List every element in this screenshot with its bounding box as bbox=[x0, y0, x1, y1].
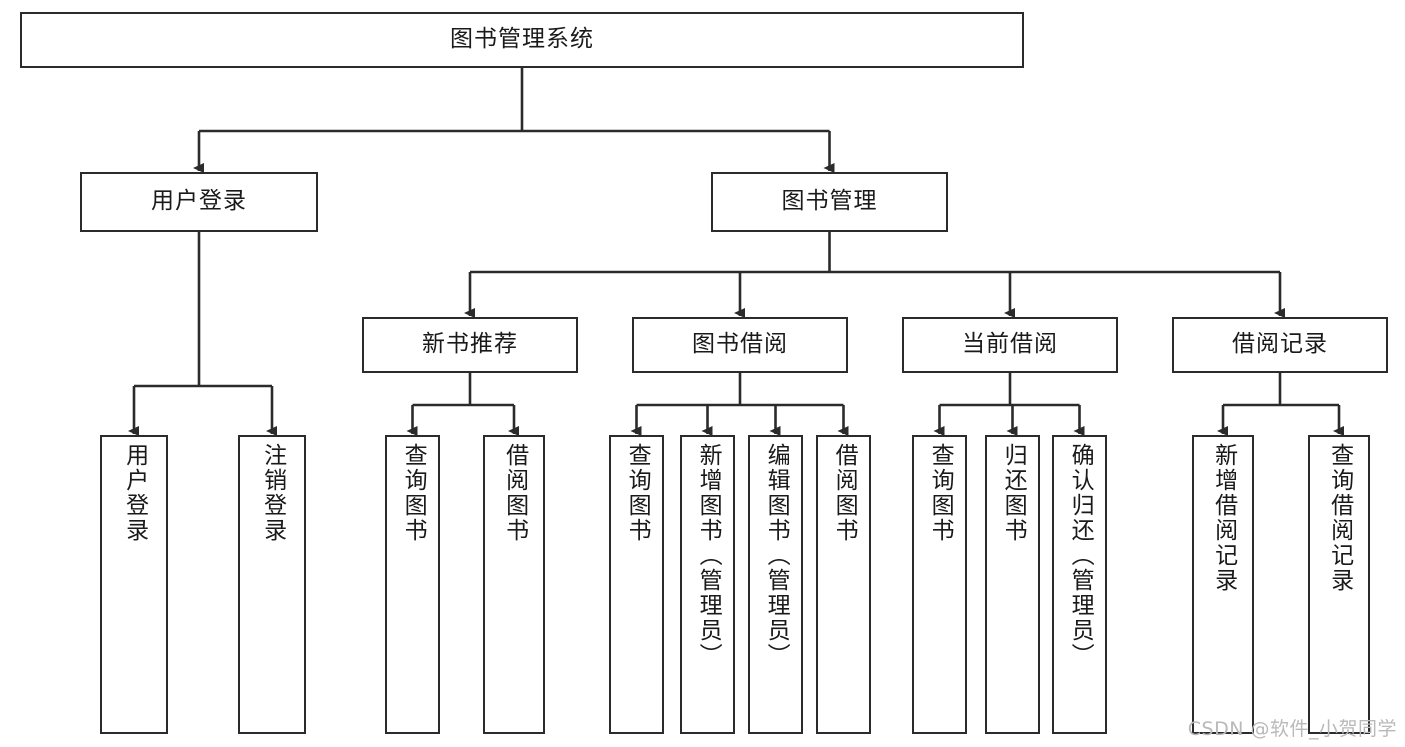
node-leaf-return-book-label: 归还图书 bbox=[1000, 443, 1027, 543]
node-leaf-borrow-book-1[interactable]: 借阅图书 bbox=[483, 435, 545, 734]
node-user-login[interactable]: 用户登录 bbox=[80, 172, 318, 232]
node-leaf-query-book-3[interactable]: 查询图书 bbox=[912, 435, 967, 734]
node-root-system[interactable]: 图书管理系统 bbox=[20, 12, 1024, 68]
node-leaf-query-book-2[interactable]: 查询图书 bbox=[609, 435, 664, 734]
node-leaf-return-book[interactable]: 归还图书 bbox=[985, 435, 1040, 734]
node-leaf-user-login-label: 用户登录 bbox=[121, 443, 148, 543]
node-leaf-add-record-label: 新增借阅记录 bbox=[1210, 443, 1237, 593]
node-leaf-query-book-1-label: 查询图书 bbox=[400, 443, 427, 543]
node-leaf-query-record[interactable]: 查询借阅记录 bbox=[1308, 435, 1370, 734]
node-leaf-user-logout[interactable]: 注销登录 bbox=[238, 435, 306, 734]
node-leaf-add-record[interactable]: 新增借阅记录 bbox=[1192, 435, 1254, 734]
node-current-borrow-label: 当前借阅 bbox=[962, 331, 1058, 358]
node-current-borrow[interactable]: 当前借阅 bbox=[902, 317, 1118, 373]
node-leaf-edit-book-label: 编辑图书（管理员） bbox=[763, 443, 790, 668]
node-root-label: 图书管理系统 bbox=[450, 26, 594, 53]
node-leaf-query-record-label: 查询借阅记录 bbox=[1326, 443, 1353, 593]
csdn-watermark: CSDN @软件_小贺同学 bbox=[1187, 718, 1397, 740]
node-book-manage[interactable]: 图书管理 bbox=[711, 172, 948, 232]
node-leaf-query-book-1[interactable]: 查询图书 bbox=[385, 435, 440, 734]
node-book-borrow[interactable]: 图书借阅 bbox=[632, 317, 848, 373]
node-leaf-edit-book[interactable]: 编辑图书（管理员） bbox=[748, 435, 803, 734]
node-user-login-label: 用户登录 bbox=[151, 188, 247, 215]
node-borrow-record-label: 借阅记录 bbox=[1232, 331, 1328, 358]
node-leaf-query-book-3-label: 查询图书 bbox=[927, 443, 954, 543]
node-leaf-query-book-2-label: 查询图书 bbox=[624, 443, 651, 543]
node-leaf-borrow-book-2-label: 借阅图书 bbox=[831, 443, 858, 543]
node-leaf-confirm-return-label: 确认归还（管理员） bbox=[1067, 443, 1094, 668]
connector-lines bbox=[128, 68, 1344, 436]
node-leaf-user-logout-label: 注销登录 bbox=[259, 443, 286, 543]
node-book-manage-label: 图书管理 bbox=[781, 188, 878, 215]
node-book-borrow-label: 图书借阅 bbox=[692, 331, 788, 358]
node-new-book-recommend[interactable]: 新书推荐 bbox=[362, 317, 578, 373]
node-leaf-borrow-book-1-label: 借阅图书 bbox=[501, 443, 528, 543]
node-new-book-recommend-label: 新书推荐 bbox=[422, 331, 518, 358]
node-leaf-confirm-return[interactable]: 确认归还（管理员） bbox=[1052, 435, 1107, 734]
node-leaf-user-login[interactable]: 用户登录 bbox=[100, 435, 168, 734]
node-leaf-borrow-book-2[interactable]: 借阅图书 bbox=[816, 435, 871, 734]
node-leaf-add-book[interactable]: 新增图书（管理员） bbox=[680, 435, 735, 734]
node-leaf-add-book-label: 新增图书（管理员） bbox=[695, 443, 722, 668]
node-borrow-record[interactable]: 借阅记录 bbox=[1172, 317, 1388, 373]
